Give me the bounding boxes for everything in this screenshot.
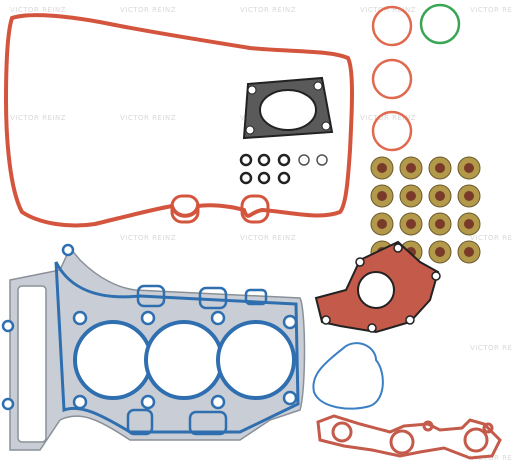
watermark: VICTOR REINZ — [360, 114, 416, 122]
watermark: VICTOR REINZ — [240, 234, 296, 242]
watermark: VICTOR REINZ — [240, 6, 296, 14]
small-o-rings — [239, 153, 328, 185]
valve-stem-seal-core — [406, 163, 416, 173]
watermark: VICTOR REINZ — [120, 114, 176, 122]
valve-stem-seal-core — [464, 219, 474, 229]
valve-stem-seal-core — [406, 219, 416, 229]
valve-stem-seal-core — [377, 219, 387, 229]
o-ring — [371, 110, 413, 152]
watermark: VICTOR REINZ — [10, 114, 66, 122]
valve-stem-seals — [370, 156, 481, 264]
watermark: VICTOR REINZ — [10, 6, 66, 14]
rocker-cover-gasket-lobes — [170, 194, 270, 224]
turbo-gasket — [242, 76, 334, 140]
cylinder-bore — [216, 320, 296, 400]
valve-stem-seal-core — [377, 191, 387, 201]
water-pump-gasket — [314, 240, 441, 334]
watermark: VICTOR REINZ — [470, 454, 512, 462]
cylinder-bore — [144, 320, 224, 400]
rocker-lobe — [240, 194, 270, 224]
watermark: VICTOR REINZ — [470, 344, 512, 352]
watermark: VICTOR REINZ — [360, 6, 416, 14]
valve-stem-seal-core — [377, 163, 387, 173]
intake-manifold-gasket — [316, 414, 502, 460]
rocker-cover-gasket — [3, 13, 354, 228]
valve-stem-seal-core — [464, 163, 474, 173]
valve-stem-seal-core — [435, 219, 445, 229]
o-ring — [371, 5, 413, 47]
rocker-lobe — [170, 194, 200, 224]
large-o-rings — [371, 3, 461, 152]
valve-stem-seal-core — [464, 247, 474, 257]
o-ring — [419, 3, 461, 45]
o-ring — [371, 58, 413, 100]
valve-stem-seal-core — [435, 191, 445, 201]
watermark: VICTOR REINZ — [470, 6, 512, 14]
blue-seal — [312, 342, 384, 410]
watermark: VICTOR REINZ — [470, 234, 512, 242]
head-gasket — [1, 243, 306, 451]
valve-stem-seal-core — [435, 247, 445, 257]
valve-stem-seal-core — [435, 163, 445, 173]
watermark: VICTOR REINZ — [120, 234, 176, 242]
valve-stem-seal-core — [464, 191, 474, 201]
watermark: VICTOR REINZ — [120, 6, 176, 14]
cylinder-bore — [73, 320, 153, 400]
valve-stem-seal-core — [406, 191, 416, 201]
